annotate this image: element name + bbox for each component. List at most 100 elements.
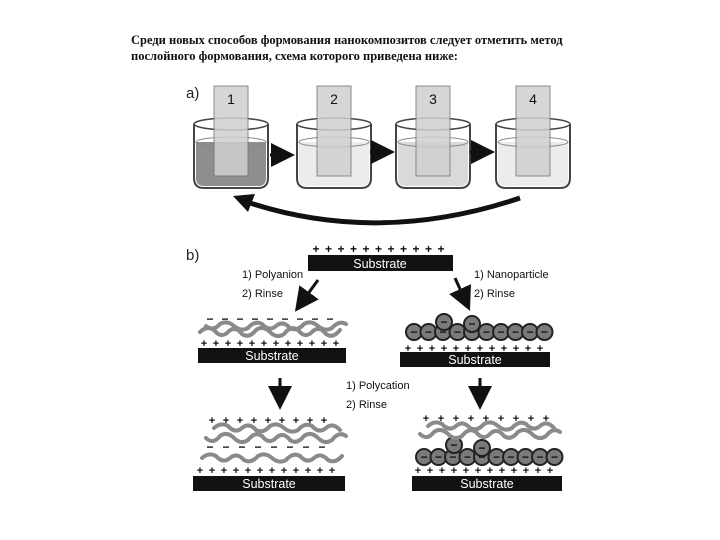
plus-charge: + [333, 338, 339, 350]
arrow-to-polyanion [294, 279, 320, 312]
plus-charge: + [285, 338, 291, 350]
plus-charge: + [223, 415, 229, 427]
substrate-block [412, 476, 562, 491]
minus-charge: − [483, 325, 490, 339]
top-substrate: Substrate +++++++++++ [308, 242, 453, 271]
plus-charge: + [463, 465, 469, 477]
plus-charge: + [425, 242, 432, 256]
substrate-label: Substrate [353, 257, 407, 271]
plus-charge: + [523, 465, 529, 477]
caption-line-2: послойного формования, схема которого пр… [131, 49, 458, 63]
plus-charge: + [412, 242, 419, 256]
nanoparticle-polycation-stack: Substrate++++++++++++−−−−−−−−−−−−+++++++… [412, 413, 564, 491]
substrate-slide [415, 85, 451, 177]
plus-charge: + [261, 338, 267, 350]
minus-charge: − [536, 450, 543, 464]
plus-charge: + [309, 338, 315, 350]
plus-charge: + [273, 338, 279, 350]
minus-charge: − [238, 440, 245, 454]
plus-charge: + [321, 415, 327, 427]
polymer-chain [200, 452, 344, 464]
polymer-chain [212, 422, 342, 434]
substrate-block [198, 348, 346, 363]
plus-charge: + [465, 343, 471, 355]
nanoparticle-step-line2: 2) Rinse [474, 288, 515, 300]
minus-charge: − [497, 325, 504, 339]
nanoparticle [535, 323, 554, 341]
plus-charge: + [535, 465, 541, 477]
plus-charge: + [439, 465, 445, 477]
plus-charge: + [209, 415, 215, 427]
minus-charge: − [221, 312, 228, 326]
plus-charge: + [451, 465, 457, 477]
beaker-3: 3 [395, 85, 471, 189]
substrate-slide [515, 85, 551, 177]
plus-charge: + [307, 415, 313, 427]
plus-charge: + [417, 343, 423, 355]
plus-charge: + [251, 415, 257, 427]
minus-charge: − [440, 315, 447, 329]
minus-charge: − [206, 440, 213, 454]
plus-charge: + [423, 413, 429, 425]
plus-charge: + [237, 415, 243, 427]
plus-charge: + [197, 465, 203, 477]
polyanion-layer-stack: Substrate++++++++++++−−−−−−−−− [198, 312, 348, 363]
plus-charge: + [415, 465, 421, 477]
plus-charge: + [438, 413, 444, 425]
minus-charge: − [425, 325, 432, 339]
plus-charge: + [337, 242, 344, 256]
substrate-label: Substrate [245, 349, 299, 363]
minus-charge: − [449, 450, 456, 464]
plus-charge: + [297, 338, 303, 350]
beaker-1: 1 [193, 85, 269, 189]
plus-charge: + [483, 413, 489, 425]
beaker-number: 3 [429, 91, 437, 107]
minus-charge: − [450, 438, 457, 452]
minus-charge: − [311, 312, 318, 326]
polymer-chain [204, 320, 348, 332]
minus-charge: − [270, 440, 277, 454]
plus-charge: + [499, 465, 505, 477]
plus-charge: + [405, 343, 411, 355]
cycle-return-arrow [249, 195, 521, 226]
plus-charge: + [329, 465, 335, 477]
polyanion-step-line1: 1) Polyanion [242, 269, 303, 281]
plus-charge: + [537, 343, 543, 355]
nanoparticle [545, 448, 564, 466]
plus-charge: + [477, 343, 483, 355]
plus-charge: + [279, 415, 285, 427]
minus-charge: − [318, 440, 325, 454]
minus-charge: − [296, 312, 303, 326]
plus-charge: + [325, 242, 332, 256]
nanoparticle-layer-stack: Substrate++++++++++++−−−−−−−−−−−− [400, 313, 554, 367]
plus-charge: + [209, 465, 215, 477]
minus-charge: − [464, 450, 471, 464]
minus-charge: − [512, 325, 519, 339]
minus-charge: − [551, 450, 558, 464]
minus-charge: − [222, 440, 229, 454]
substrate-block [400, 352, 550, 367]
minus-charge: − [420, 450, 427, 464]
polycation-step-line2: 2) Rinse [346, 399, 387, 411]
plus-charge: + [362, 242, 369, 256]
plus-charge: + [513, 413, 519, 425]
panel-b-label: b) [186, 247, 199, 264]
minus-charge: − [251, 312, 258, 326]
plus-charge: + [453, 343, 459, 355]
plus-charge: + [350, 242, 357, 256]
minus-charge: − [439, 325, 446, 339]
nanoparticle [435, 313, 453, 331]
minus-charge: − [236, 312, 243, 326]
plus-charge: + [317, 465, 323, 477]
substrate-label: Substrate [242, 477, 296, 491]
polymer-chain [418, 427, 562, 441]
plus-charge: + [265, 415, 271, 427]
nanoparticle [463, 315, 481, 333]
caption-line-1: Среди новых способов формования нанокомп… [131, 33, 563, 47]
plus-charge: + [269, 465, 275, 477]
plus-charge: + [543, 413, 549, 425]
plus-charge: + [511, 465, 517, 477]
plus-charge: + [547, 465, 553, 477]
plus-charge: + [400, 242, 407, 256]
